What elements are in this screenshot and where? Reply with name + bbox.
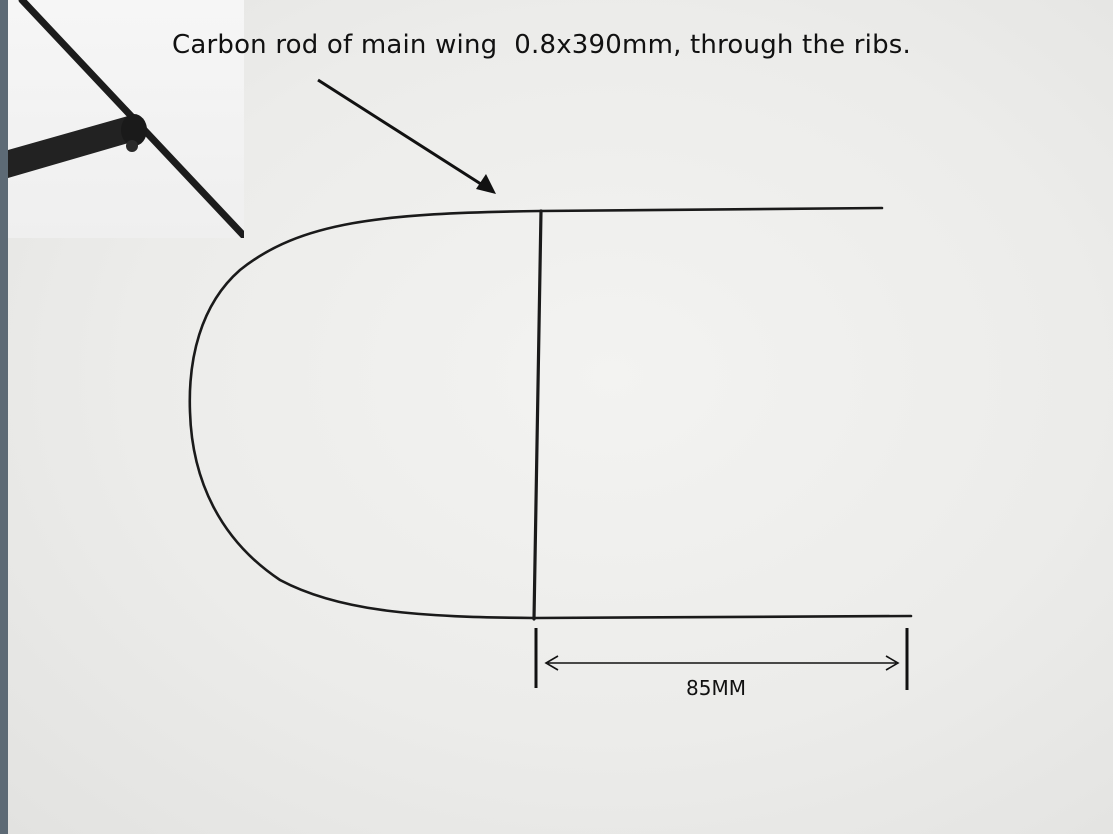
dimension-marker xyxy=(534,628,909,690)
inset-closeup-photo xyxy=(8,0,244,238)
left-frame-border xyxy=(0,0,8,834)
rib-rod xyxy=(532,209,543,621)
pointer-arrow xyxy=(317,78,496,194)
caption-text: Carbon rod of main wing 0.8x390mm, throu… xyxy=(172,30,912,60)
carbon-rod-main-wing xyxy=(188,206,913,620)
rod-rib-joint-closeup xyxy=(8,0,244,238)
dimension-label: 85MM xyxy=(686,676,746,700)
